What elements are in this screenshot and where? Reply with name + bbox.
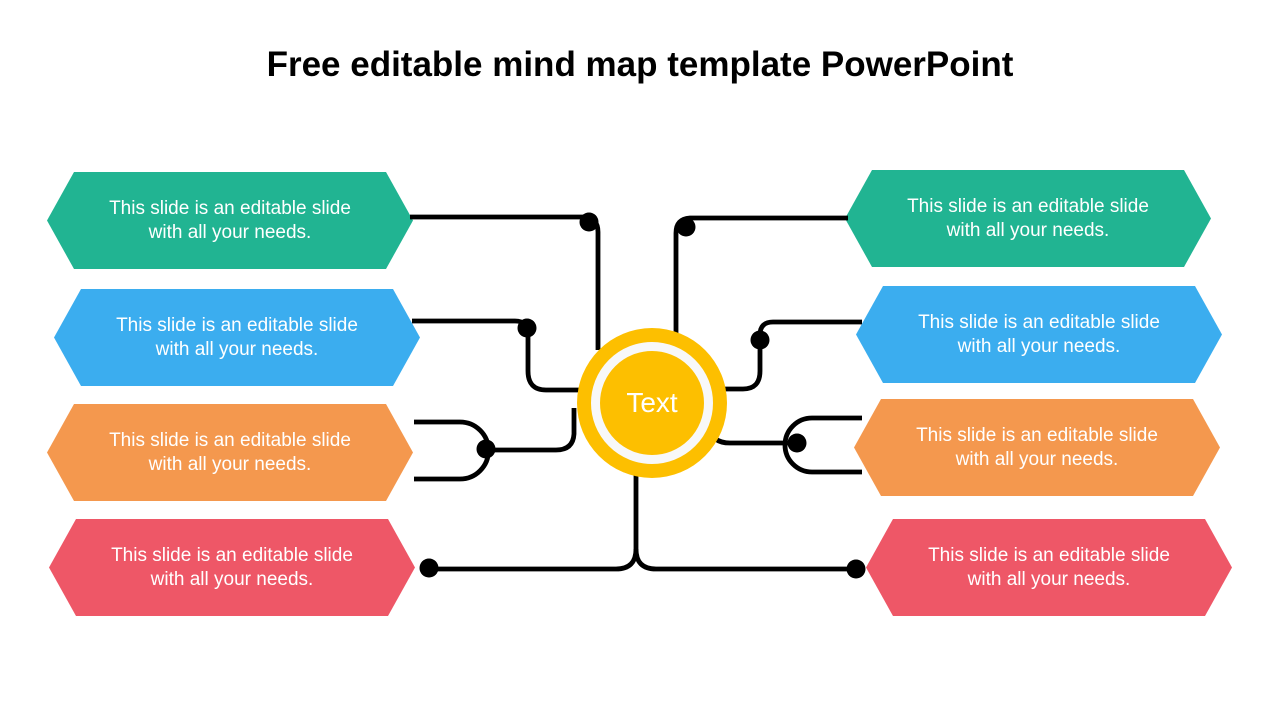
center-node-ring <box>591 342 713 464</box>
junction-dot <box>476 439 496 459</box>
connector-bottom-right <box>633 548 853 572</box>
connector-orange-right <box>707 427 795 446</box>
connector-orange-left <box>487 408 577 453</box>
hex-node-text: This slide is an editable slide with all… <box>907 195 1149 242</box>
hex-node-text: This slide is an editable slide with all… <box>928 544 1170 591</box>
hex-node-text: This slide is an editable slide with all… <box>109 429 351 476</box>
hex-node-left-orange[interactable]: This slide is an editable slide with all… <box>47 404 413 501</box>
hex-text-line1: This slide is an editable slide <box>109 198 351 219</box>
hex-text-line1: This slide is an editable slide <box>916 425 1158 446</box>
connector-top-left <box>410 214 601 350</box>
hex-node-text: This slide is an editable slide with all… <box>111 544 353 591</box>
hex-text-line1: This slide is an editable slide <box>918 312 1160 333</box>
center-node[interactable]: Text <box>577 328 727 478</box>
hex-text-line2: with all your needs. <box>967 568 1131 590</box>
hex-text-line2: with all your needs. <box>957 335 1121 357</box>
hex-text-line1: This slide is an editable slide <box>111 545 353 566</box>
hex-node-text: This slide is an editable slide with all… <box>109 197 351 244</box>
hex-node-right-green[interactable]: This slide is an editable slide with all… <box>845 170 1211 267</box>
junction-dot <box>676 217 696 237</box>
hex-text-line1: This slide is an editable slide <box>928 545 1170 566</box>
hex-node-left-green[interactable]: This slide is an editable slide with all… <box>47 172 413 269</box>
junction-dot <box>750 330 770 350</box>
connector-mid-right <box>705 319 862 392</box>
hex-text-line1: This slide is an editable slide <box>109 430 351 451</box>
hex-text-line1: This slide is an editable slide <box>116 315 358 336</box>
hex-text-line2: with all your needs. <box>955 448 1119 470</box>
junction-dot <box>579 212 599 232</box>
hex-node-left-red[interactable]: This slide is an editable slide with all… <box>49 519 415 616</box>
hex-text-line2: with all your needs. <box>148 221 312 243</box>
hex-node-right-orange[interactable]: This slide is an editable slide with all… <box>854 399 1220 496</box>
slide-title: Free editable mind map template PowerPoi… <box>266 45 1014 84</box>
hex-text-line2: with all your needs. <box>155 338 319 360</box>
hex-text-line2: with all your needs. <box>150 568 314 590</box>
hex-text-line1: This slide is an editable slide <box>907 196 1149 217</box>
hex-node-text: This slide is an editable slide with all… <box>916 424 1158 471</box>
junction-dot <box>846 559 866 579</box>
center-node-label: Text <box>626 387 678 418</box>
junction-dot <box>419 558 439 578</box>
hex-node-text: This slide is an editable slide with all… <box>116 314 358 361</box>
connector-mid-left <box>412 318 592 393</box>
hex-node-right-red[interactable]: This slide is an editable slide with all… <box>866 519 1232 616</box>
hex-node-text: This slide is an editable slide with all… <box>918 311 1160 358</box>
hex-node-right-blue[interactable]: This slide is an editable slide with all… <box>856 286 1222 383</box>
junction-dot <box>517 318 537 338</box>
junction-dot <box>787 433 807 453</box>
hex-text-line2: with all your needs. <box>946 219 1110 241</box>
hex-text-line2: with all your needs. <box>148 453 312 475</box>
hex-node-left-blue[interactable]: This slide is an editable slide with all… <box>54 289 420 386</box>
